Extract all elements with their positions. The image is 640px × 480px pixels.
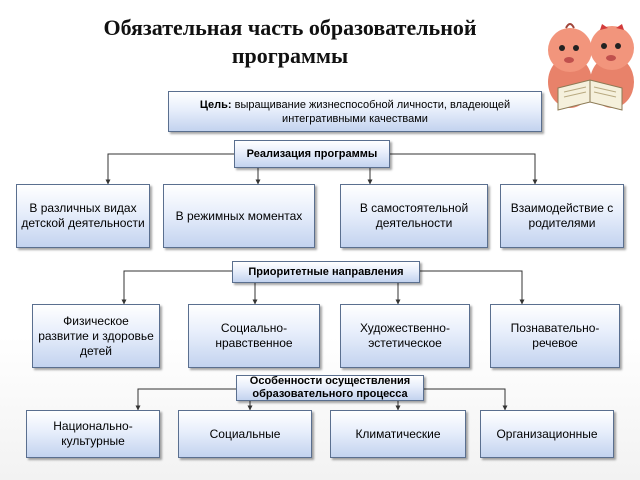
process-feature-item: Климатические xyxy=(330,410,466,458)
process-feature-item: Организационные xyxy=(480,410,614,458)
page-title: Обязательная часть образовательной прогр… xyxy=(40,14,540,70)
connector-line xyxy=(121,270,232,305)
goal-text: Цель: выращивание жизнеспособной личност… xyxy=(173,98,537,126)
connector-line xyxy=(390,153,538,185)
implementation-item: Взаимодействие с родителями xyxy=(500,184,624,248)
section-header-process-features: Особенности осуществления образовательно… xyxy=(236,375,424,401)
process-feature-item: Национально-культурные xyxy=(26,410,160,458)
priority-item: Художественно-эстетическое xyxy=(340,304,470,368)
section-header-priorities: Приоритетные направления xyxy=(232,261,420,283)
priority-item: Познавательно-речевое xyxy=(490,304,620,368)
implementation-item: В самостоятельной деятельности xyxy=(340,184,488,248)
goal-description: выращивание жизнеспособной личности, вла… xyxy=(234,98,511,125)
twin-babies-reading-icon xyxy=(548,23,634,111)
section-header-implementation: Реализация программы xyxy=(234,140,390,168)
implementation-item: В режимных моментах xyxy=(163,184,315,248)
priority-item: Физическое развитие и здоровье детей xyxy=(32,304,160,368)
process-feature-item: Социальные xyxy=(178,410,312,458)
connector-line xyxy=(424,388,508,411)
goal-box: Цель: выращивание жизнеспособной личност… xyxy=(168,91,542,132)
connector-line xyxy=(135,388,236,411)
title-line-2: программы xyxy=(231,43,349,68)
goal-label: Цель: xyxy=(199,98,232,111)
title-line-1: Обязательная часть образовательной xyxy=(103,15,477,40)
connector-line xyxy=(420,270,525,305)
priority-item: Социально-нравственное xyxy=(188,304,320,368)
connector-line xyxy=(105,153,234,185)
implementation-item: В различных видах детской деятельности xyxy=(16,184,150,248)
